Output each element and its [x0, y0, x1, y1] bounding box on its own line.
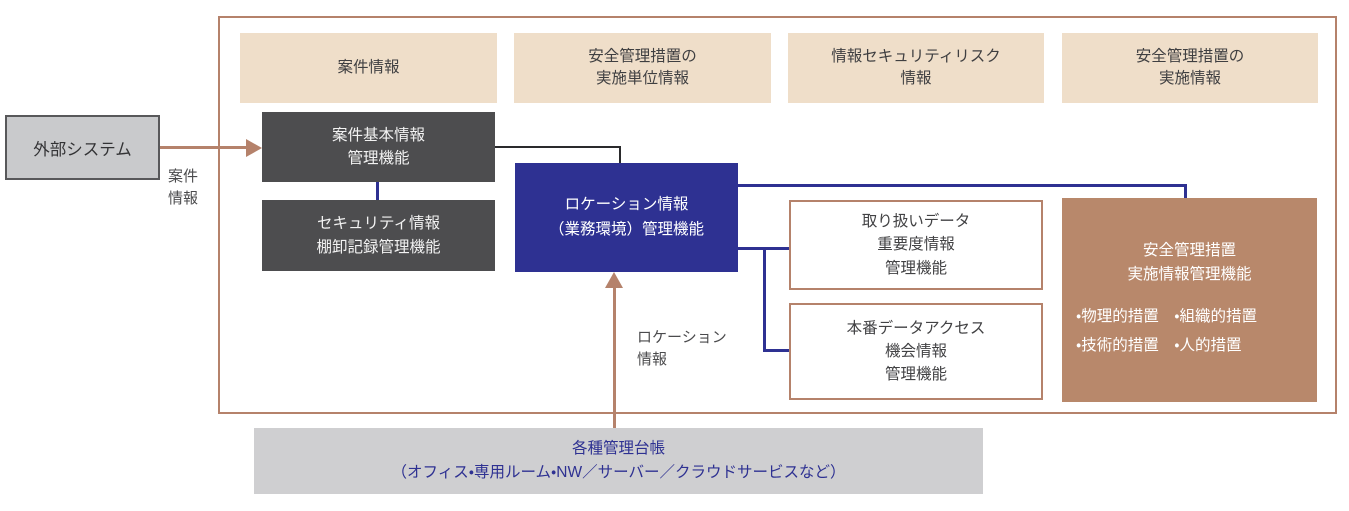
edge-label-project-info: 案件 情報	[168, 168, 199, 207]
production-access-box: 本番データアクセス 機会情報 管理機能	[789, 303, 1043, 400]
arrowhead-ledger-to-location	[605, 272, 623, 288]
edge-location-branch-v	[763, 247, 766, 352]
column-header-implementation-info: 安全管理措置の 実施情報	[1062, 33, 1318, 103]
edge-project-to-location-h	[495, 146, 621, 148]
column-header-security-risk: 情報セキュリティリスク 情報	[788, 33, 1044, 103]
location-info-box: ロケーション情報 （業務環境）管理機能	[515, 163, 738, 272]
external-system-box: 外部システム	[5, 115, 160, 180]
safety-measures-title: 安全管理措置 実施情報管理機能	[1127, 242, 1252, 284]
edge-location-to-production-h	[763, 349, 789, 352]
handling-data-box: 取り扱いデータ 重要度情報 管理機能	[789, 200, 1043, 290]
security-inventory-box: セキュリティ情報 棚卸記録管理機能	[262, 200, 495, 271]
project-basic-info-box: 案件基本情報 管理機能	[262, 112, 495, 182]
edge-project-to-inventory	[376, 181, 379, 201]
safety-measures-box: 安全管理措置 実施情報管理機能 ・物理的措置 ・組織的措置 ・技術的措置 ・人的…	[1062, 198, 1317, 402]
arrowhead-external-to-project	[246, 139, 262, 157]
edge-label-location-info: ロケーション 情報	[637, 329, 727, 368]
ledger-box: 各種管理台帳 （オフィス・専用ルーム・NW／サーバー／クラウドサービスなど）	[254, 428, 983, 494]
edge-external-to-project-line	[160, 146, 248, 149]
edge-location-to-safety-h	[738, 184, 1187, 187]
column-header-project-info: 案件情報	[240, 33, 497, 103]
safety-measures-bullets: ・物理的措置 ・組織的措置 ・技術的措置 ・人的措置	[1076, 308, 1258, 355]
system-boundary-frame	[218, 16, 1337, 414]
edge-project-to-location-v	[619, 146, 621, 164]
edge-location-to-safety-v	[1184, 184, 1187, 199]
column-header-implementation-unit: 安全管理措置の 実施単位情報	[514, 33, 771, 103]
edge-ledger-to-location-line	[613, 287, 616, 428]
